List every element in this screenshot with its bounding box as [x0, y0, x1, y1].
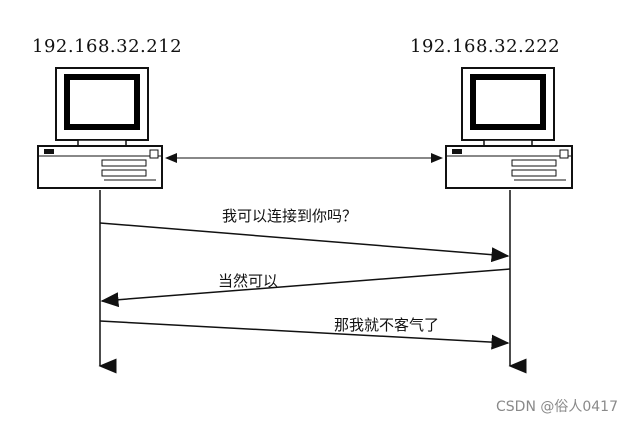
watermark: CSDN @俗人0417	[496, 399, 618, 415]
left-host-ip: 192.168.32.212	[32, 36, 183, 57]
message-label-2: 当然可以	[218, 272, 279, 290]
message-arrow-3	[99, 320, 510, 350]
message-arrow-2	[100, 268, 511, 308]
right-computer-icon	[445, 67, 573, 189]
message-label-1: 我可以连接到你吗？	[222, 207, 358, 225]
left-computer-icon	[37, 67, 163, 189]
message-arrow-1	[99, 222, 510, 263]
right-host-ip: 192.168.32.222	[410, 36, 561, 57]
message-label-3: 那我就不客气了	[334, 316, 440, 334]
